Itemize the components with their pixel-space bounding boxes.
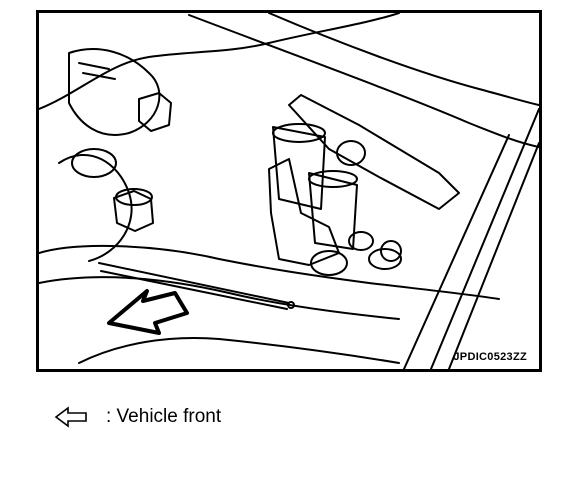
housing-left	[68, 48, 161, 136]
socket-lower-rim	[308, 170, 358, 188]
bolt-top-left	[115, 188, 153, 206]
lower-bottom	[78, 337, 400, 364]
tool-handle	[288, 94, 460, 210]
figure-frame: JPDIC0523ZZ	[36, 10, 542, 372]
tool-pivot	[336, 140, 366, 166]
boss-left	[71, 148, 117, 178]
rail-outer	[430, 108, 539, 369]
bore-3	[368, 248, 402, 270]
body-contour-right	[268, 13, 539, 106]
socket-upper	[272, 126, 326, 210]
outline-left-arrow-icon	[54, 406, 87, 428]
stud-upper	[78, 62, 116, 80]
bore-1	[310, 250, 348, 276]
fitting	[380, 240, 402, 262]
body-contour-upper	[188, 14, 539, 148]
engine-illustration	[39, 13, 539, 369]
rod-tip	[287, 301, 295, 309]
legend: : Vehicle front	[54, 400, 221, 434]
lower-edge	[39, 276, 400, 320]
rail-mid	[403, 134, 510, 369]
lower-casting	[39, 244, 500, 300]
bolt-top	[138, 92, 172, 132]
socket-upper-rim	[272, 123, 326, 143]
rail-inner	[448, 142, 539, 369]
socket-lower	[308, 172, 358, 250]
bore-2	[348, 231, 374, 251]
body-contour-top	[39, 13, 400, 110]
direction-arrow	[107, 289, 189, 335]
legend-label: : Vehicle front	[106, 406, 222, 427]
bracket	[268, 158, 340, 266]
rod	[98, 262, 290, 310]
bolt-head-left	[113, 190, 154, 232]
figure-code: JPDIC0523ZZ	[453, 351, 527, 363]
